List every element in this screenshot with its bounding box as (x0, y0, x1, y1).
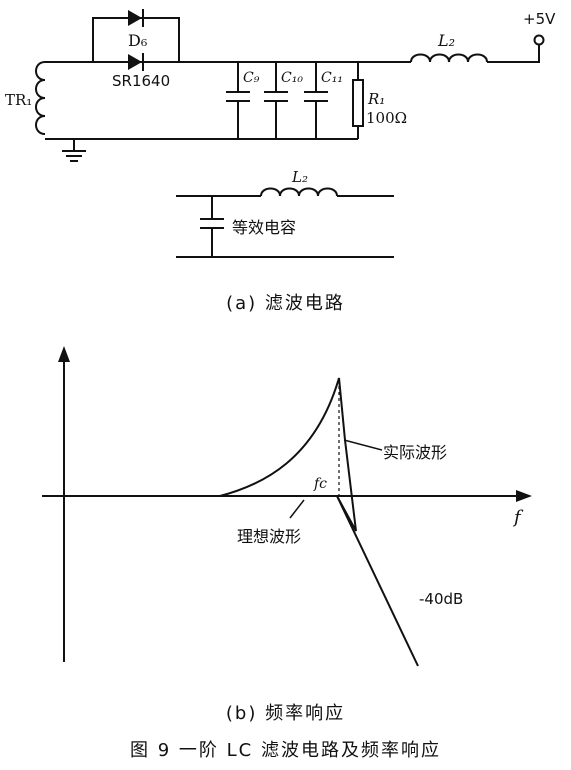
caption-a: (a) 滤波电路 (226, 293, 345, 314)
label-equiv-capacitor: 等效电容 (232, 218, 296, 237)
label-equiv-l2: L₂ (291, 168, 308, 186)
label-r1: R₁ (367, 90, 385, 108)
capacitor-c9-icon (226, 62, 250, 139)
y-axis-arrow-icon (58, 346, 70, 362)
label-tr1: TR₁ (5, 91, 32, 109)
leader-ideal (289, 499, 305, 519)
transformer-tr1-icon (35, 61, 46, 135)
label-minus40db: -40dB (419, 590, 463, 608)
actual-response-curve (219, 377, 357, 532)
label-sr1640: SR1640 (112, 72, 170, 90)
ground-icon (62, 139, 86, 162)
equiv-inductor-l2-icon (260, 187, 338, 197)
capacitor-c10-icon (264, 62, 288, 139)
figure-caption: 图 9 一阶 LC 滤波电路及频率响应 (130, 740, 441, 761)
label-c9: C₉ (243, 70, 260, 86)
capacitor-c11-icon (304, 62, 328, 139)
label-c10: C₁₀ (281, 70, 303, 86)
diode-d6-icon (128, 9, 144, 27)
inductor-l2-icon (410, 53, 488, 63)
x-axis-arrow-icon (516, 490, 532, 502)
leader-actual (343, 439, 383, 451)
label-c11: C₁₁ (321, 70, 343, 86)
label-100ohm: 100Ω (366, 109, 407, 127)
label-d6: D₆ (128, 31, 147, 50)
label-f-axis: f (512, 507, 524, 528)
equiv-capacitor-icon (200, 196, 224, 257)
resistor-r1-icon (352, 62, 364, 139)
label-ideal-waveform: 理想波形 (237, 527, 301, 546)
output-wire (487, 44, 540, 63)
label-actual-waveform: 实际波形 (383, 443, 447, 462)
caption-b: (b) 频率响应 (225, 703, 346, 724)
label-fc: fc (313, 476, 327, 492)
label-plus5v: +5V (523, 10, 556, 28)
label-l2: L₂ (437, 31, 455, 50)
output-terminal-icon (533, 34, 545, 46)
ideal-response-line (336, 495, 419, 667)
